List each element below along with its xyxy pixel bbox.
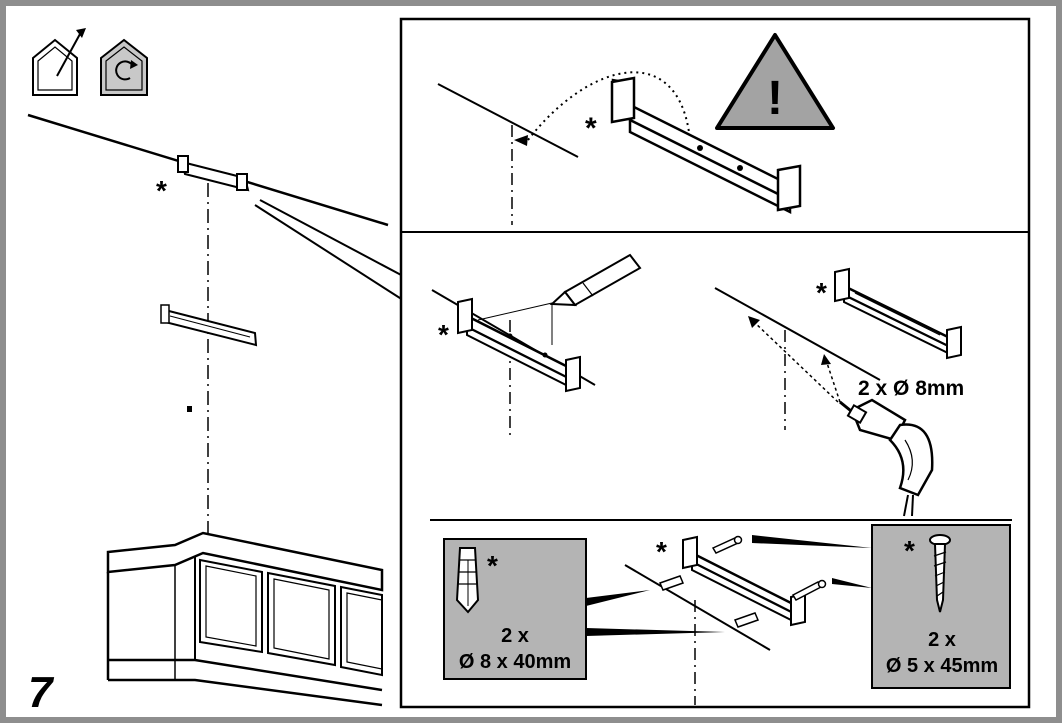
plug-size: Ø 8 x 40mm <box>459 651 571 673</box>
zoom-line-bottom <box>254 204 404 301</box>
asterisk-drilling: * <box>816 277 827 308</box>
arrow-head <box>514 135 528 146</box>
wall-plug-icon <box>455 547 480 614</box>
plug-quantity: 2 x <box>501 625 529 647</box>
house-recirculation-icon <box>100 38 148 96</box>
screw-icon <box>929 534 951 613</box>
screw-icon-bottom <box>791 579 827 601</box>
drill-guide-1 <box>751 319 839 403</box>
dotted-arrow <box>527 71 691 141</box>
bracket-large <box>610 76 802 215</box>
warning-symbol: ! <box>767 72 783 125</box>
pencil-icon <box>477 253 642 345</box>
bracket-drilling <box>834 267 962 360</box>
screw-icon-top <box>711 535 743 554</box>
asterisk-overview: * <box>156 175 167 206</box>
asterisk-plug: * <box>487 550 498 581</box>
plug-pointer-2 <box>586 628 725 636</box>
cabinet-illustration <box>106 531 384 707</box>
house-duct-out-icon <box>32 28 86 96</box>
bracket-fixing <box>682 535 806 627</box>
screw-pointer-1 <box>752 535 872 548</box>
wall-plug-callout: * 2 x Ø 8 x 40mm <box>443 538 587 680</box>
screw-quantity: 2 x <box>928 629 956 651</box>
warning-triangle: ! <box>715 33 835 130</box>
plug-pointer-1 <box>586 590 650 606</box>
screw-size: Ø 5 x 45mm <box>886 655 998 677</box>
wall-line-drilling <box>714 287 881 381</box>
section-marking: * * 2 x Ø 8mm <box>431 253 964 517</box>
screw-pointer-2 <box>832 578 872 588</box>
asterisk-positioning: * <box>585 112 597 145</box>
chimney-bracket-overview <box>160 304 258 347</box>
drill-arrow-1 <box>748 316 760 328</box>
small-mark <box>187 406 192 412</box>
drill-arrow-2 <box>821 354 831 365</box>
bracket-overview <box>177 155 250 192</box>
bracket-marking <box>457 297 581 393</box>
section-positioning: * ! <box>437 33 835 225</box>
asterisk-fixing: * <box>656 536 667 567</box>
step-number: 7 <box>28 668 55 717</box>
drill-icon <box>839 398 934 517</box>
asterisk-marking: * <box>438 319 449 350</box>
wall-line-detail <box>437 83 579 158</box>
section-fixing: * 2 x Ø 8 x 40mm * <box>443 524 1011 705</box>
drill-guide-2 <box>825 359 841 403</box>
wall-line-fixing <box>624 564 771 651</box>
drill-spec: 2 x Ø 8mm <box>858 377 964 400</box>
plug-in-wall-icon <box>658 575 760 628</box>
screw-callout: * 2 x Ø 5 x 45mm <box>871 524 1011 689</box>
zoom-line-top <box>259 199 404 277</box>
asterisk-screw: * <box>904 535 915 566</box>
